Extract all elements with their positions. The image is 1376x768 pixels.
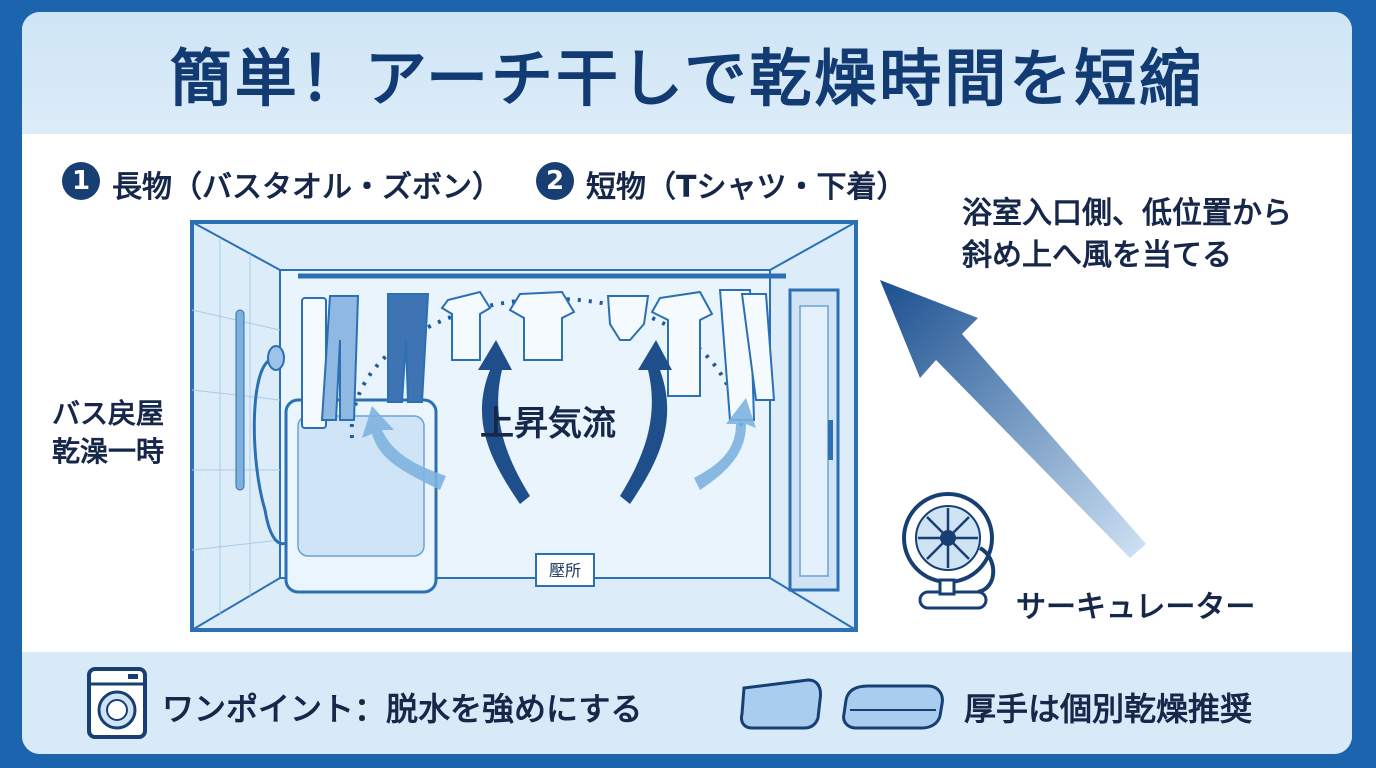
instruction-line-2: 斜め上へ風を当てる	[962, 238, 1232, 273]
step-2-label: 短物（Tシャツ・下着）	[586, 170, 907, 205]
towel-icon	[740, 678, 944, 730]
infographic-card: 簡単！アーチ干しで乾燥時間を短縮 1 長物（バスタオル・ズボン） 2 短物（Tシ…	[22, 12, 1352, 754]
hanger-icon	[301, 289, 776, 429]
page-title: 簡単！アーチ干しで乾燥時間を短縮	[169, 42, 1205, 115]
washing-machine-icon	[87, 667, 147, 739]
airflow-label: 上昇気流	[480, 404, 616, 444]
circulator-fan-icon	[902, 492, 996, 610]
step-1-badge: 1	[62, 162, 100, 200]
footer-banner: ワンポイント：脱水を強めにする 厚手は個別乾燥推奨	[22, 652, 1352, 754]
step-2-badge: 2	[536, 162, 574, 200]
footer-note: 厚手は個別乾燥推奨	[964, 690, 1253, 728]
side-label-line-2: 乾澡一時	[52, 435, 165, 468]
circulator-airflow-arrow	[880, 280, 1146, 558]
bathroom-illustration: 壓所	[190, 220, 858, 632]
drain-label: 壓所	[549, 561, 581, 580]
step-1-label: 長物（バスタオル・ズボン）	[112, 170, 502, 205]
circulator-label: サーキュレーター	[1016, 590, 1256, 625]
instruction-line-1: 浴室入口側、低位置から	[962, 196, 1292, 231]
title-banner: 簡単！アーチ干しで乾燥時間を短縮	[22, 12, 1352, 134]
airflow-arrow-icon	[478, 340, 672, 504]
footer-tip: ワンポイント：脱水を強めにする	[162, 690, 643, 728]
side-label-line-1: バス戻屋	[52, 397, 165, 430]
